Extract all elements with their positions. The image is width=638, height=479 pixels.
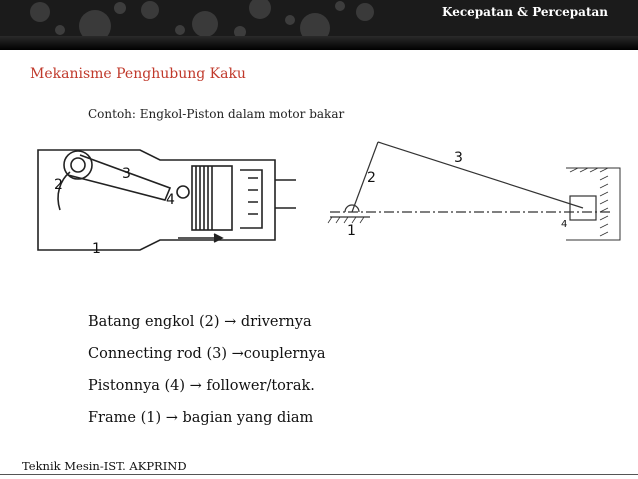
header-sheen: [0, 36, 638, 50]
kinematic-sketch: [327, 141, 621, 241]
list-item: Connecting rod (3) →couplernya: [88, 346, 326, 362]
label-crank-left: 2: [54, 177, 63, 193]
label-rod-right: 3: [454, 150, 463, 166]
header-title: Kecepatan & Percepatan: [442, 5, 608, 19]
list-item: Frame (1) → bagian yang diam: [88, 410, 314, 426]
engine-sketch: [37, 149, 296, 251]
footer-text: Teknik Mesin-IST. AKPRIND: [22, 459, 187, 473]
gear-pattern: [30, 0, 374, 43]
subtitle: Contoh: Engkol-Piston dalam motor bakar: [88, 107, 345, 121]
label-frame-left: 1: [92, 241, 101, 257]
explanation-list: Batang engkol (2) → drivernya Connecting…: [88, 311, 326, 439]
footer: Teknik Mesin-IST. AKPRIND: [0, 455, 638, 479]
header-bar: Kecepatan & Percepatan: [0, 0, 638, 50]
list-item: Batang engkol (2) → drivernya: [88, 314, 312, 330]
label-piston-left: 4: [166, 192, 175, 208]
label-rod-left: 3: [122, 166, 131, 182]
page-title: Mekanisme Penghubung Kaku: [30, 66, 246, 82]
label-slider-right: 4: [561, 219, 568, 230]
list-item: Pistonnya (4) → follower/torak.: [88, 378, 315, 394]
footer-divider: [0, 474, 638, 475]
mechanism-figure: [37, 141, 621, 251]
label-crank-right: 2: [367, 170, 376, 186]
label-frame-right: 1: [347, 223, 356, 239]
